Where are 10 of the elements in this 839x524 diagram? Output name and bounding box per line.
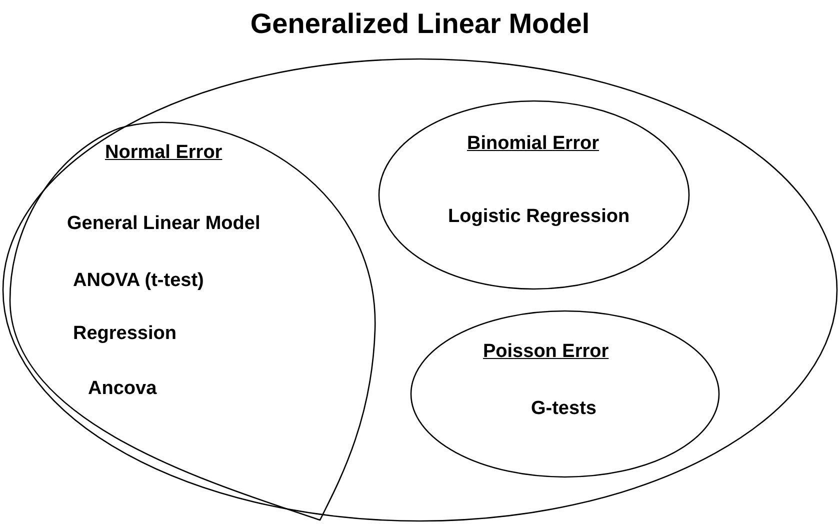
model-name: Ancova <box>88 378 157 400</box>
set-heading: Binomial Error <box>467 133 599 155</box>
set-heading: Poisson Error <box>483 341 609 363</box>
model-name: ANOVA (t-test) <box>73 270 204 292</box>
model-name: Logistic Regression <box>448 206 630 228</box>
model-name: G-tests <box>531 398 596 420</box>
model-name: General Linear Model <box>67 213 260 235</box>
set-heading: Normal Error <box>105 142 222 164</box>
model-name: Regression <box>73 323 176 345</box>
set-label: Generalized Linear Model <box>250 8 590 40</box>
